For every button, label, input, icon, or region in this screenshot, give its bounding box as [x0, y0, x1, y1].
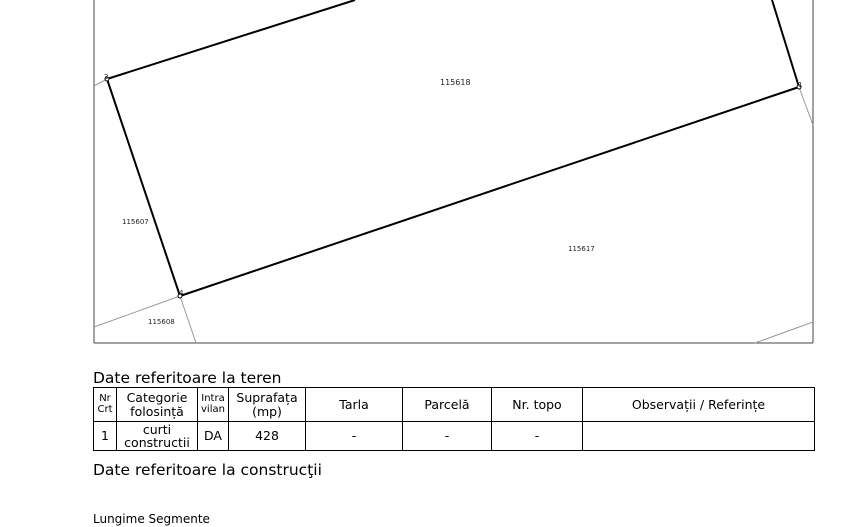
- cadastral-plan: 1 3 4 115618 115607 115617 115608: [93, 0, 814, 344]
- section-title-constructii: Date referitoare la construcţii: [93, 461, 322, 479]
- table-row: 1 curti constructii DA 428 - - -: [93, 421, 815, 451]
- col-header-suprafata: Suprafața (mp): [228, 387, 306, 422]
- neighbor-boundary: [754, 321, 814, 344]
- vertex-label-4: 4: [179, 289, 184, 297]
- section-title-segmente: Lungime Segmente: [93, 512, 210, 526]
- col-header-nr-topo: Nr. topo: [491, 387, 583, 422]
- vertex-label-1: 1: [798, 81, 802, 89]
- cell-categorie: curti constructii: [116, 421, 198, 451]
- parcel-id-neighbor: 115617: [568, 245, 595, 253]
- section-title-teren: Date referitoare la teren: [93, 369, 282, 387]
- teren-table: Nr Crt Categorie folosință Intra vilan S…: [93, 387, 815, 451]
- cell-tarla: -: [305, 421, 403, 451]
- cell-nr-crt: 1: [93, 421, 117, 451]
- col-header-nr-crt: Nr Crt: [93, 387, 117, 422]
- cell-nr-topo: -: [491, 421, 583, 451]
- col-header-parcela: Parcelă: [402, 387, 492, 422]
- parcel-boundary: [106, 0, 356, 80]
- cell-intravilan: DA: [197, 421, 229, 451]
- parcel-boundary: [771, 0, 800, 88]
- teren-header-row: Nr Crt Categorie folosință Intra vilan S…: [93, 387, 815, 422]
- col-header-tarla: Tarla: [305, 387, 403, 422]
- neighbor-boundary: [93, 295, 181, 328]
- parcel-id-neighbor: 115607: [122, 218, 149, 226]
- col-header-observatii: Observații / Referințe: [582, 387, 815, 422]
- col-header-categorie: Categorie folosință: [116, 387, 198, 422]
- col-header-intravilan: Intra vilan: [197, 387, 229, 422]
- cell-observatii: [582, 421, 815, 451]
- parcel-boundary: [179, 86, 800, 297]
- parcel-boundary: [106, 78, 181, 297]
- vertex-marker: [104, 76, 110, 82]
- cell-parcela: -: [402, 421, 492, 451]
- parcel-id-neighbor: 115608: [148, 318, 175, 326]
- vertex-marker: [177, 293, 183, 299]
- parcel-id-main: 115618: [440, 78, 471, 87]
- neighbor-boundary: [179, 295, 197, 344]
- cell-suprafata: 428: [228, 421, 306, 451]
- vertex-label-3: 3: [104, 73, 108, 81]
- vertex-marker: [796, 84, 802, 90]
- neighbor-boundary: [798, 86, 814, 126]
